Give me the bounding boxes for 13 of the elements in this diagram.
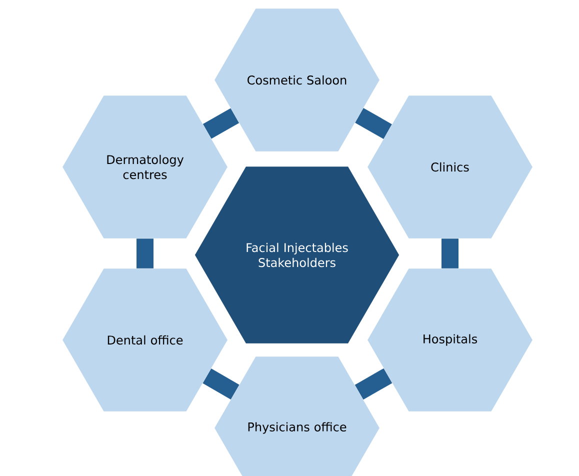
connector-band — [202, 368, 240, 400]
connector-band — [202, 108, 240, 139]
connector-band — [354, 368, 392, 400]
hexagon: Cosmetic Saloon — [214, 8, 380, 152]
connector-band — [136, 238, 154, 268]
center-hexagon: Facial Injectables Stakeholders — [194, 166, 400, 344]
connector-band — [442, 238, 458, 268]
hexagon: Dermatology centres — [62, 96, 228, 238]
hexagon: Physicians office — [214, 356, 380, 476]
hexagon: Hospitals — [368, 268, 532, 412]
hexagon: Clinics — [368, 96, 532, 238]
connector-band — [355, 108, 392, 139]
hexagon: Dental office — [62, 268, 228, 412]
